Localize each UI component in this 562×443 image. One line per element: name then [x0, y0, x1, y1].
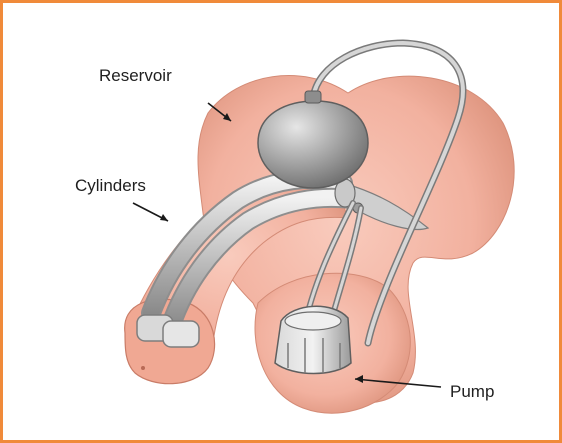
- label-cylinders: Cylinders: [75, 176, 146, 195]
- implant-diagram: Reservoir Cylinders Pump: [3, 3, 562, 443]
- reservoir-valve: [305, 91, 321, 103]
- meatus: [141, 366, 145, 370]
- label-reservoir: Reservoir: [99, 66, 172, 85]
- reservoir: [258, 101, 368, 188]
- label-pump: Pump: [450, 382, 494, 401]
- cylinder-tip-right: [163, 321, 199, 347]
- pump-top: [285, 312, 341, 330]
